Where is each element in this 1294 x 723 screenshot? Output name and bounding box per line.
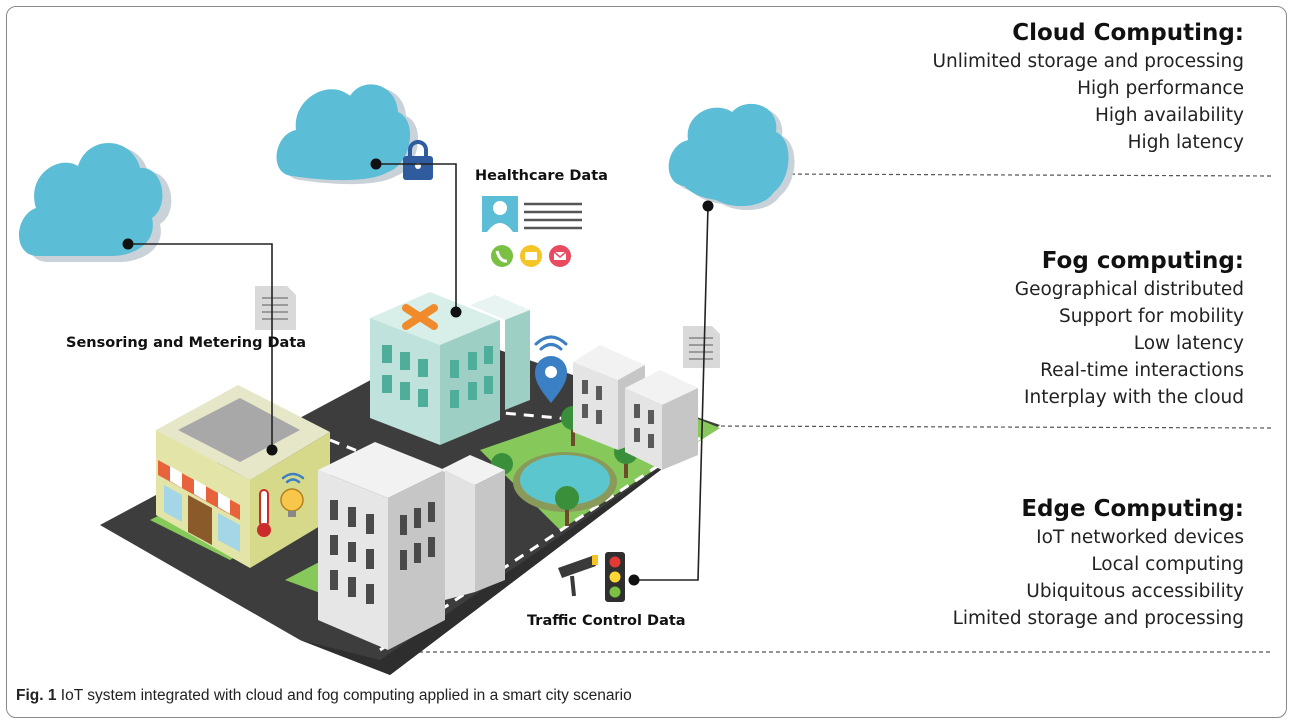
- cloud-icon: [19, 142, 172, 262]
- tier-properties: IoT networked devices Local computing Ub…: [953, 524, 1244, 632]
- tower-annex: [440, 455, 505, 600]
- lock-icon: [403, 140, 433, 180]
- tier-property: High availability: [1094, 105, 1244, 126]
- shop-awning: [158, 460, 240, 520]
- traffic-data-label: Traffic Control Data: [527, 613, 686, 629]
- email-icon: [549, 245, 571, 267]
- figure-frame: [6, 6, 1287, 718]
- document-icon: [683, 326, 720, 368]
- tier-property: Real-time interactions: [1040, 360, 1244, 381]
- thermometer-icon: [257, 489, 271, 537]
- connector-dot: [266, 444, 278, 456]
- medical-cross-icon: [402, 304, 438, 330]
- connector-dot: [450, 306, 462, 318]
- cloud-icon: [276, 84, 419, 185]
- edge-computing-tier: Edge Computing: IoT networked devices Lo…: [953, 494, 1244, 632]
- tier-property: High performance: [1077, 78, 1244, 99]
- connector-dot: [702, 200, 714, 212]
- fog-tier-divider: [699, 425, 1273, 429]
- tier-properties: Unlimited storage and processing High pe…: [932, 48, 1244, 156]
- healthcare-data-label: Healthcare Data: [475, 168, 608, 184]
- message-icon: [520, 245, 542, 267]
- connector-dot: [370, 158, 382, 170]
- wifi-icon: [534, 335, 568, 351]
- sensoring-data-label: Sensoring and Metering Data: [66, 335, 307, 351]
- tier-property: Support for mobility: [1058, 306, 1244, 327]
- connector-dot: [122, 238, 134, 250]
- hospital-building: [370, 292, 500, 445]
- cloud-icon: [668, 103, 795, 211]
- tier-property: High latency: [1127, 132, 1244, 153]
- tier-property: Limited storage and processing: [952, 608, 1244, 629]
- figure-caption: Fig. 1 IoT system integrated with cloud …: [16, 687, 632, 705]
- tier-property: Low latency: [1133, 333, 1244, 354]
- tier-heading: Edge Computing:: [1021, 496, 1244, 522]
- tier-property: Interplay with the cloud: [1024, 387, 1244, 408]
- wifi-icon: [281, 472, 305, 484]
- tier-property: Local computing: [1091, 554, 1244, 575]
- cloud-computing-tier: Cloud Computing: Unlimited storage and p…: [932, 18, 1244, 156]
- tower-building: [318, 442, 445, 650]
- document-icon: [255, 286, 296, 330]
- traffic-light-icon: [605, 552, 625, 602]
- connector-dot: [628, 574, 640, 586]
- tier-heading: Cloud Computing:: [1012, 20, 1244, 46]
- hospital-annex: [470, 295, 530, 410]
- tier-heading: Fog computing:: [1041, 248, 1244, 274]
- fog-computing-tier: Fog computing: Geographical distributed …: [1015, 246, 1244, 411]
- phone-icon: [491, 245, 513, 267]
- camera-icon: [558, 555, 598, 597]
- office-building: [625, 370, 698, 470]
- patient-record-icon: [482, 196, 582, 232]
- tier-property: Geographical distributed: [1014, 279, 1244, 300]
- caption-text: IoT system integrated with cloud and fog…: [60, 687, 632, 704]
- connector-lines: [128, 163, 709, 581]
- tier-properties: Geographical distributed Support for mob…: [1015, 276, 1244, 411]
- tier-property: Unlimited storage and processing: [932, 51, 1244, 72]
- tier-property: Ubiquitous accessibility: [1026, 581, 1244, 602]
- cloud-tier-divider: [769, 173, 1273, 177]
- location-pin-icon: [535, 356, 567, 403]
- lightbulb-icon: [280, 488, 304, 517]
- tree-icon: [555, 486, 579, 526]
- figure-number: Fig. 1: [16, 687, 57, 704]
- tier-property: IoT networked devices: [1036, 527, 1244, 548]
